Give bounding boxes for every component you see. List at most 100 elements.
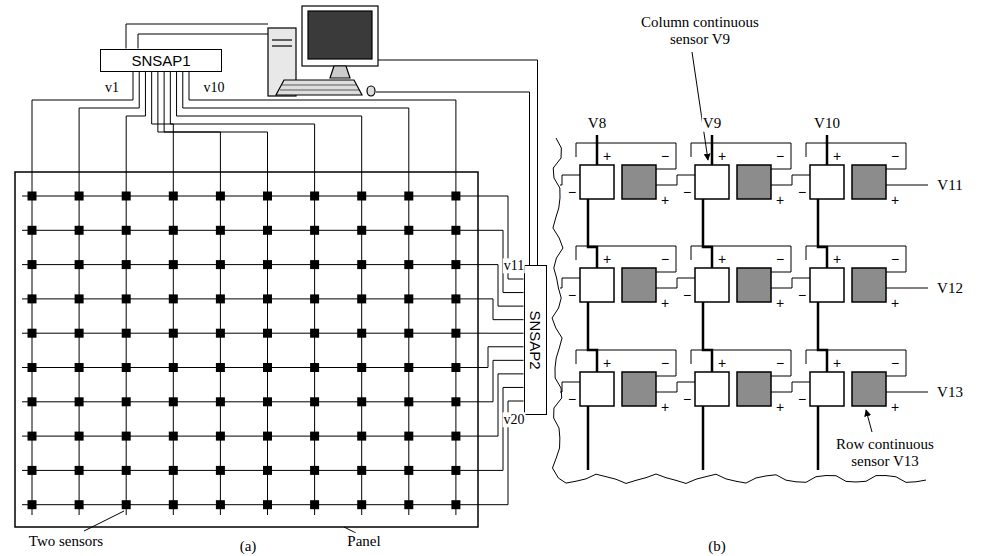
row-wire [771,382,810,392]
sensor-pair [122,294,131,303]
signal-name: v11 [503,258,525,273]
polarity-sign: − [661,149,669,163]
sensor-pair [169,329,178,338]
polarity-sign: + [718,149,726,163]
sensor-pair [357,363,366,372]
sensor-pair [357,397,366,406]
sensor-pair [451,363,460,372]
sensor-pair [169,192,178,201]
row-sensor [852,165,886,199]
sensor-pair [28,226,37,235]
sensor-pair [263,226,272,235]
signal-wire [183,72,409,516]
polarity-sign: − [683,288,691,302]
sensor-pair [404,260,413,269]
sensor-pair [404,329,413,338]
row-wire [656,278,695,288]
column-wire [588,199,597,268]
leader-arrow [866,410,872,432]
signal-wire [22,333,524,334]
keyboard-keys [282,85,356,86]
column-wire [817,406,820,470]
sensor-pair [169,294,178,303]
column-wire [711,135,714,165]
sensor-pair [216,294,225,303]
sensor-pair [122,432,131,441]
signal-wire [138,34,268,49]
sensor-pair [263,363,272,372]
sensor-pair [169,466,178,475]
polarity-sign: − [891,252,899,266]
sensor-pair [122,260,131,269]
sensor-pair [310,500,319,509]
sensor-pair [404,500,413,509]
row-sensor [622,372,656,406]
column-sensor [695,372,729,406]
polarity-sign: + [891,400,899,414]
signal-name: V8 [587,115,607,132]
row-wire [560,278,580,288]
sensor-pair [28,432,37,441]
sensor-pair [75,329,84,338]
sensor-pair [310,329,319,338]
row-sensor [622,165,656,199]
signal-wire [22,360,524,401]
callout-text: Column continuous sensor V9 [624,14,776,47]
signal-wire [22,401,524,505]
sensor-pair [310,192,319,201]
sensor-pair [451,397,460,406]
column-wire [587,406,590,470]
sensor-pair [122,397,131,406]
sensor-pair [122,192,131,201]
sensor-pair [75,260,84,269]
sensor-pair [28,500,37,509]
polarity-sign: + [833,356,841,370]
sensor-pair [169,226,178,235]
sensor-pair [216,397,225,406]
detail-drawing [552,52,928,483]
polarity-sign: + [891,296,899,310]
polarity-sign: + [891,193,899,207]
signal-wire [158,72,221,516]
sensor-pair [310,432,319,441]
sensor-pair [75,432,84,441]
signal-name: v10 [203,80,226,95]
drive-slot [272,39,292,40]
sensor-pair [263,500,272,509]
sensor-pair [263,260,272,269]
column-wire [702,406,705,470]
signal-name: v20 [503,412,526,427]
callout-text: Panel [346,533,381,550]
signal-wire [22,230,524,292]
sensor-pair [169,432,178,441]
signal-name: V10 [813,115,841,132]
sensor-pair [122,363,131,372]
sensor-pair [404,466,413,475]
sensor-pair [404,294,413,303]
signal-wire [177,72,362,516]
polarity-sign: + [776,400,784,414]
sensor-pair [404,363,413,372]
signal-wire [22,387,524,470]
column-wire [596,135,599,165]
sensor-pair [310,260,319,269]
computer [268,6,378,96]
sensor-pair [310,466,319,475]
cut-edge [552,138,926,483]
sensor-pair [357,260,366,269]
sensor-pair [451,226,460,235]
sensor-pair [310,397,319,406]
node-label: SNSAP1 [131,53,190,70]
callout-text: Two sensors [28,533,104,550]
sensor-pair [263,466,272,475]
column-sensor [810,165,844,199]
signal-name: V9 [702,115,722,132]
drive-slot [272,45,292,46]
processor-box: SNSAP2 [524,265,547,415]
polarity-sign: − [776,149,784,163]
polarity-sign: − [661,252,669,266]
row-wire [771,278,810,288]
sensor-pair [216,260,225,269]
sensor-pair [451,500,460,509]
sensor-pair [216,192,225,201]
